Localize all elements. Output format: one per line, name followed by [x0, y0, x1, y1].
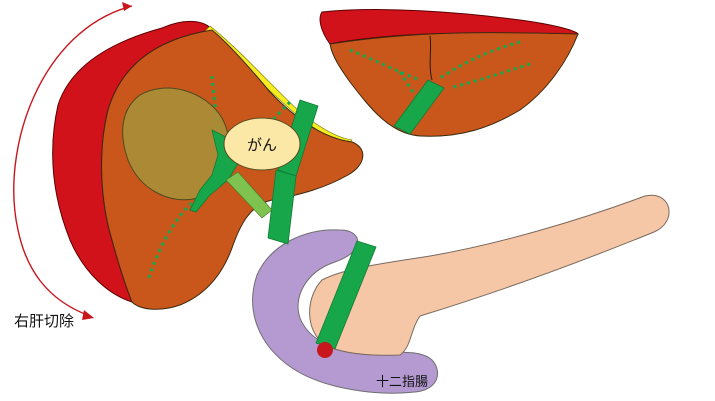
cystic-junction	[225, 171, 273, 219]
liver-view-2-hepatic-duct	[393, 79, 445, 135]
duodenum-label: 十二指腸	[376, 375, 428, 390]
tumor-label: がん	[247, 136, 277, 154]
papilla	[317, 342, 333, 358]
liver-view-2-fissure	[429, 35, 433, 81]
common-hepatic-duct	[267, 169, 297, 245]
resection-arrow-head-bottom	[82, 310, 94, 320]
resection-arrow	[13, 5, 133, 317]
liver-view-2-duct-dotted-right	[439, 40, 521, 80]
liver-view-2-duct-dotted-down	[398, 71, 418, 97]
tumor	[223, 117, 301, 171]
liver-view-2	[329, 32, 579, 137]
pancreas	[309, 194, 670, 356]
liver-view-2-duct-dotted-right-2	[449, 62, 531, 90]
resection-label: 右肝切除	[14, 312, 74, 330]
liver-view-2-duct-dotted-left	[349, 48, 421, 82]
resection-arrow-head-top	[122, 2, 132, 11]
common-bile-duct-lower	[315, 240, 377, 350]
